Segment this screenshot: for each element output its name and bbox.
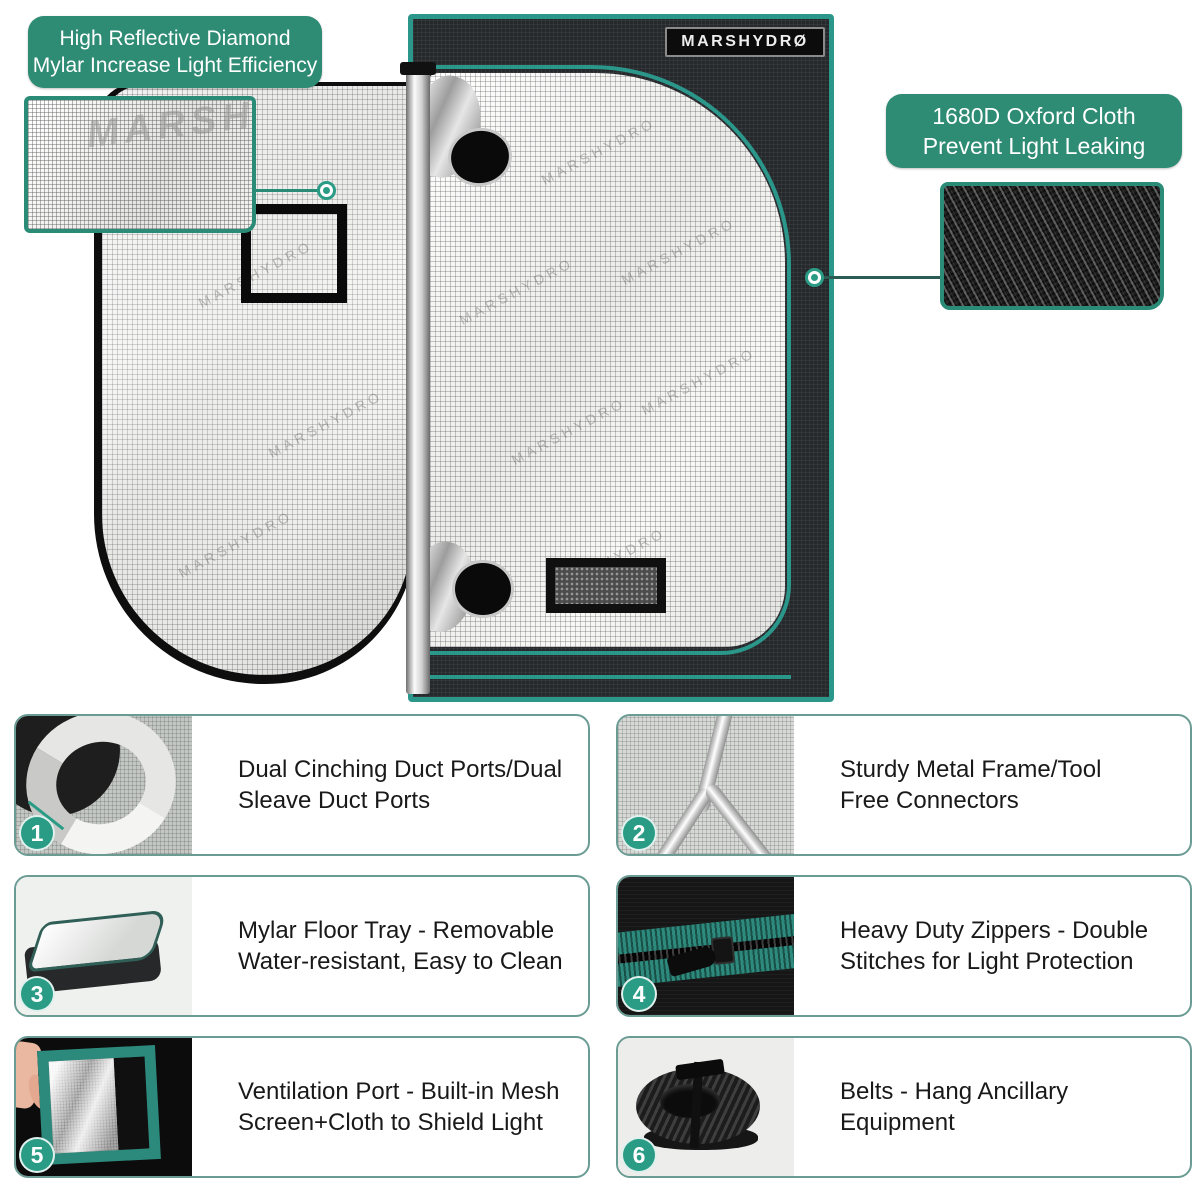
watermark-text: MARSHYDRO (638, 344, 759, 418)
flap-window-frame (241, 204, 347, 303)
watermark-text: MARSHYDRO (456, 254, 577, 328)
feature-card-belts: 6 Belts - Hang Ancillary Equipment (616, 1036, 1192, 1178)
feature-card-zippers: 4 Heavy Duty Zippers - Double Stitches f… (616, 875, 1192, 1017)
feature-text-line1: Dual Cinching Duct Ports/Dual (238, 756, 563, 783)
feature-text-line2: Free Connectors (840, 787, 1019, 814)
feature-text: Mylar Floor Tray - Removable Water-resis… (238, 915, 563, 977)
feature-badge: 4 (621, 976, 657, 1012)
vent-frame (37, 1044, 161, 1166)
tent-teal-trim-line (419, 675, 791, 679)
watermark-text: MARSHYDRO (508, 394, 629, 468)
tent-interior-mylar: MARSHYDRO MARSHYDRO MARSHYDRO MARSHYDRO … (425, 73, 785, 647)
feature-card-duct-ports: 1 Dual Cinching Duct Ports/Dual Sleave D… (14, 714, 590, 856)
feature-text: Belts - Hang Ancillary Equipment (840, 1076, 1068, 1138)
feature-text-line1: Ventilation Port - Built-in Mesh (238, 1078, 560, 1105)
frame-tube (702, 781, 777, 854)
feature-badge: 5 (19, 1137, 55, 1173)
feature-text-line2: Stitches for Light Protection (840, 948, 1134, 975)
feature-badge: 2 (621, 815, 657, 851)
watermark-text: MARSHYDRO (618, 214, 739, 288)
callout-oxford: 1680D Oxford Cloth Prevent Light Leaking (886, 94, 1182, 168)
callout-oxford-line1: 1680D Oxford Cloth (932, 103, 1136, 129)
oxford-marker-icon (805, 268, 824, 287)
feature-text-line2: Sleave Duct Ports (238, 787, 431, 814)
vent-mesh-screen (48, 1058, 119, 1154)
feature-text: Sturdy Metal Frame/Tool Free Connectors (840, 754, 1101, 816)
feature-text-line2: Water-resistant, Easy to Clean (238, 948, 563, 975)
frame-corner-photo (618, 716, 794, 854)
callout-mylar: High Reflective Diamond Mylar Increase L… (28, 16, 322, 88)
brand-label: MARSHYDRØ (665, 27, 825, 57)
mylar-marker-icon (317, 181, 336, 200)
watermark-text: MARSHYDRO (84, 96, 256, 157)
belt-coil-center (660, 1084, 720, 1118)
feature-text-line1: Sturdy Metal Frame/Tool (840, 756, 1102, 783)
oxford-cloth-swatch (940, 182, 1164, 310)
feature-text-line1: Belts - Hang Ancillary (840, 1078, 1069, 1105)
callout-oxford-line2: Prevent Light Leaking (922, 133, 1146, 159)
feature-text: Ventilation Port - Built-in Mesh Screen+… (238, 1076, 559, 1138)
feature-text: Heavy Duty Zippers - Double Stitches for… (840, 915, 1148, 977)
feature-badge: 3 (19, 976, 55, 1012)
feature-card-metal-frame: 2 Sturdy Metal Frame/Tool Free Connector… (616, 714, 1192, 856)
tent-frame-pole (406, 68, 430, 694)
feature-text: Dual Cinching Duct Ports/Dual Sleave Duc… (238, 754, 562, 816)
feature-text-line1: Heavy Duty Zippers - Double (840, 917, 1149, 944)
mylar-sample-swatch: MARSHYDRO (24, 96, 256, 233)
feature-card-ventilation: 5 Ventilation Port - Built-in Mesh Scree… (14, 1036, 590, 1178)
callout-mylar-line1: High Reflective Diamond (59, 27, 291, 50)
frame-tube (649, 785, 714, 854)
oxford-connector-line (823, 276, 942, 279)
tent-door-flap: MARSHYDRO MARSHYDRO MARSHYDRO (94, 82, 416, 684)
feature-text-line2: Equipment (840, 1109, 955, 1136)
callout-mylar-line2: Mylar Increase Light Efficiency (32, 54, 318, 77)
watermark-text: MARSHYDRO (538, 114, 659, 188)
grow-tent-illustration: MARSHYDRO MARSHYDRO MARSHYDRO MARSHYDRO … (408, 14, 834, 702)
feature-card-floor-tray: 3 Mylar Floor Tray - Removable Water-res… (14, 875, 590, 1017)
tent-frame-pole-cap (400, 62, 436, 75)
feature-text-line1: Mylar Floor Tray - Removable (238, 917, 555, 944)
duct-port-opening-bottom (452, 560, 514, 618)
feature-badge: 6 (621, 1137, 657, 1173)
feature-text-line2: Screen+Cloth to Shield Light (238, 1109, 543, 1136)
mesh-vent-window (546, 558, 666, 613)
feature-badge: 1 (19, 815, 55, 851)
mylar-connector-line (256, 189, 318, 192)
